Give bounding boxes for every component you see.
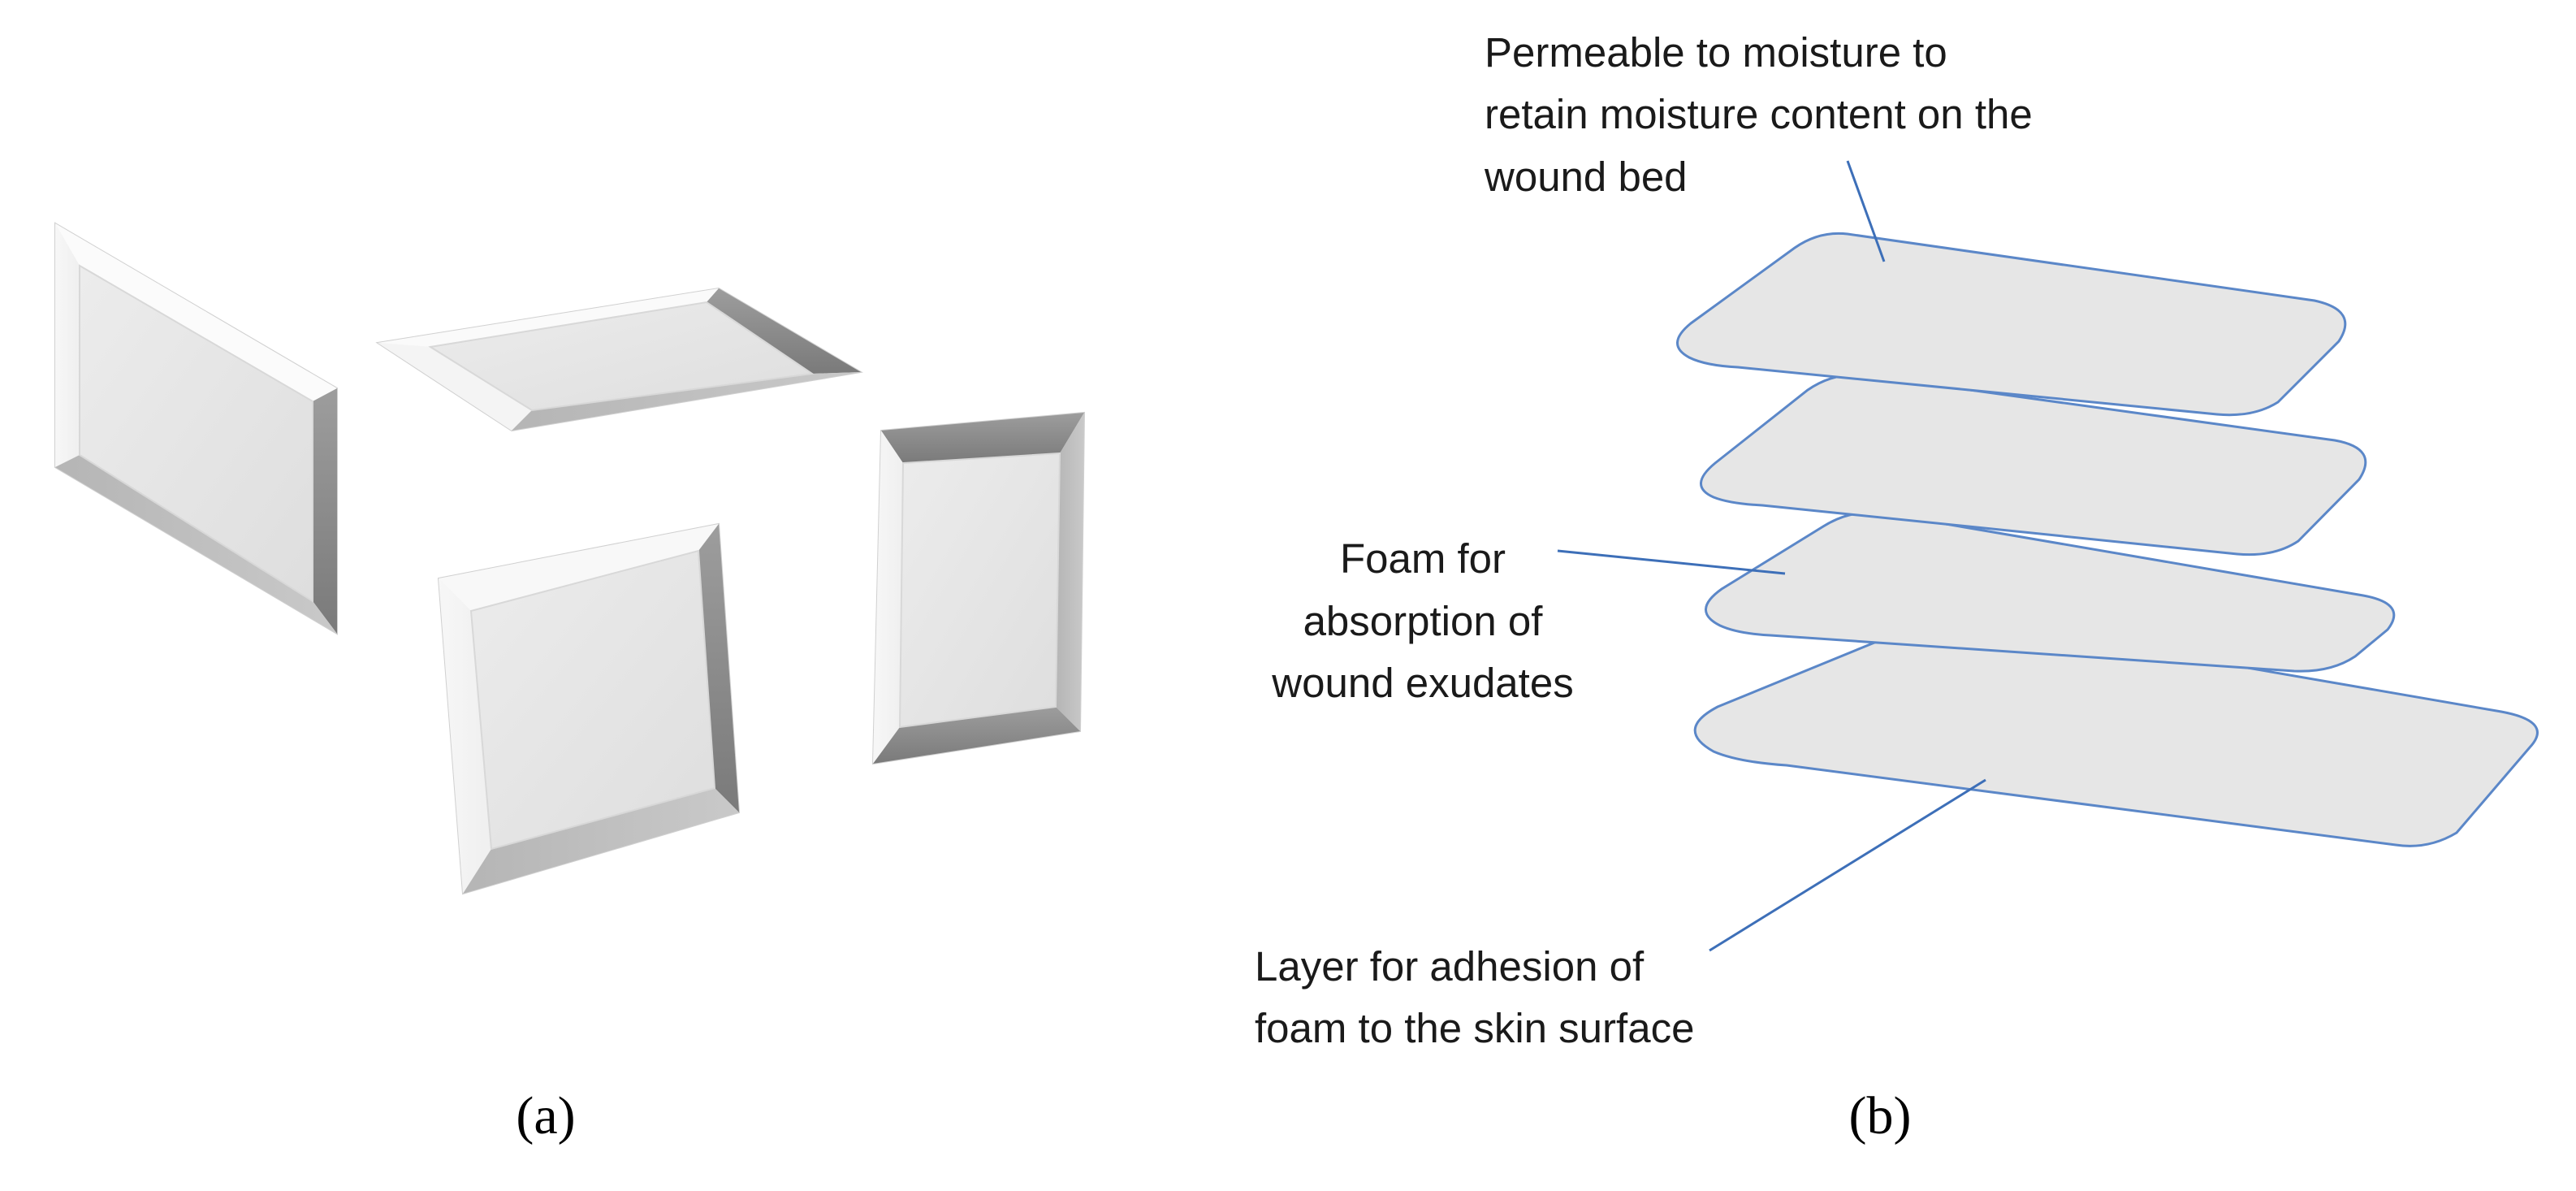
- label-permeable-layer: Permeable to moisture to retain moisture…: [1484, 29, 2033, 200]
- permeable-layer-sheet: [1676, 232, 2347, 417]
- label-foam-layer: Foam for absorption of wound exudates: [1271, 535, 1573, 706]
- label-line: wound exudates: [1271, 660, 1573, 706]
- label-line: Layer for adhesion of: [1255, 943, 1645, 990]
- leader-line-bottom: [1709, 778, 1986, 952]
- panel-b-illustration: [1676, 232, 2539, 847]
- foam-piece-right: [871, 411, 1086, 765]
- label-line: absorption of: [1303, 598, 1544, 644]
- foam-piece-square: [437, 522, 741, 895]
- label-line: Foam for: [1340, 535, 1506, 582]
- middle-layer-sheet: [1700, 373, 2367, 557]
- leader-line-top: [1846, 160, 1886, 262]
- label-line: Permeable to moisture to: [1485, 29, 1947, 76]
- panel-b-caption: (b): [1849, 1086, 1912, 1146]
- label-line: wound bed: [1484, 154, 1688, 200]
- panel-a-illustration: [54, 222, 1086, 895]
- label-adhesion-layer: Layer for adhesion of foam to the skin s…: [1255, 943, 1694, 1051]
- leader-line-middle: [1557, 549, 1786, 575]
- foam-layer-sheet: [1705, 511, 2396, 673]
- label-line: foam to the skin surface: [1255, 1005, 1694, 1051]
- foam-piece-top: [375, 287, 863, 432]
- panel-a-caption: (a): [516, 1086, 575, 1146]
- foam-piece-left: [54, 222, 338, 635]
- label-line: retain moisture content on the: [1485, 91, 2033, 137]
